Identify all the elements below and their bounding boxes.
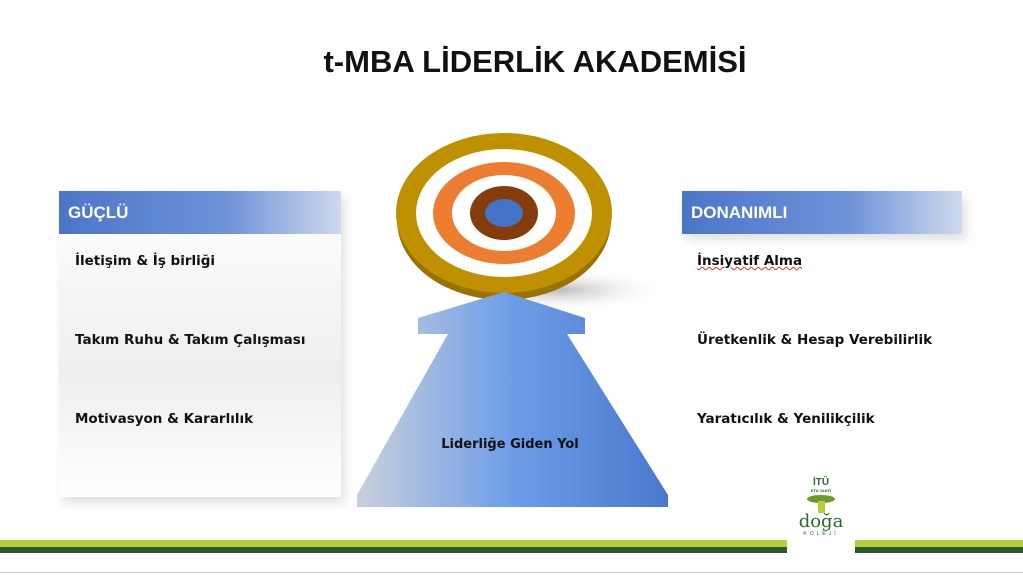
slide-title: t-MBA LİDERLİK AKADEMİSİ [323,44,747,79]
left-item: Motivasyon & Kararlılık [75,411,254,427]
left-item: Takım Ruhu & Takım Çalışması [75,332,306,348]
footer-green-bar [0,547,1023,553]
right-item: İnsiyatif Alma [697,253,803,269]
left-item: İletişim & İş birliği [75,253,216,269]
footer-lime-bar [0,540,1023,547]
upward-arrow [357,292,668,507]
target-bullseye [485,199,523,227]
tree-icon [787,493,855,513]
logo-line3: doğa [798,511,844,532]
right-panel-header: DONANIMLI [682,191,962,234]
left-panel-header: GÜÇLÜ [59,191,341,234]
arrow-label: Liderliğe Giden Yol [441,437,579,452]
logo-line1: İTÜ [812,477,830,488]
right-item: Üretkenlik & Hesap Verebilirlik [697,332,933,348]
right-item: Yaratıcılık & Yenilikçilik [697,411,875,427]
itu-doga-logo: İTÜ ETA VAKFI doğa KOLEJİ [787,475,855,560]
left-panel [59,191,341,497]
logo-line4: KOLEJİ [803,531,839,537]
logo-line2: ETA VAKFI [810,488,832,493]
footer-divider [0,572,1023,573]
